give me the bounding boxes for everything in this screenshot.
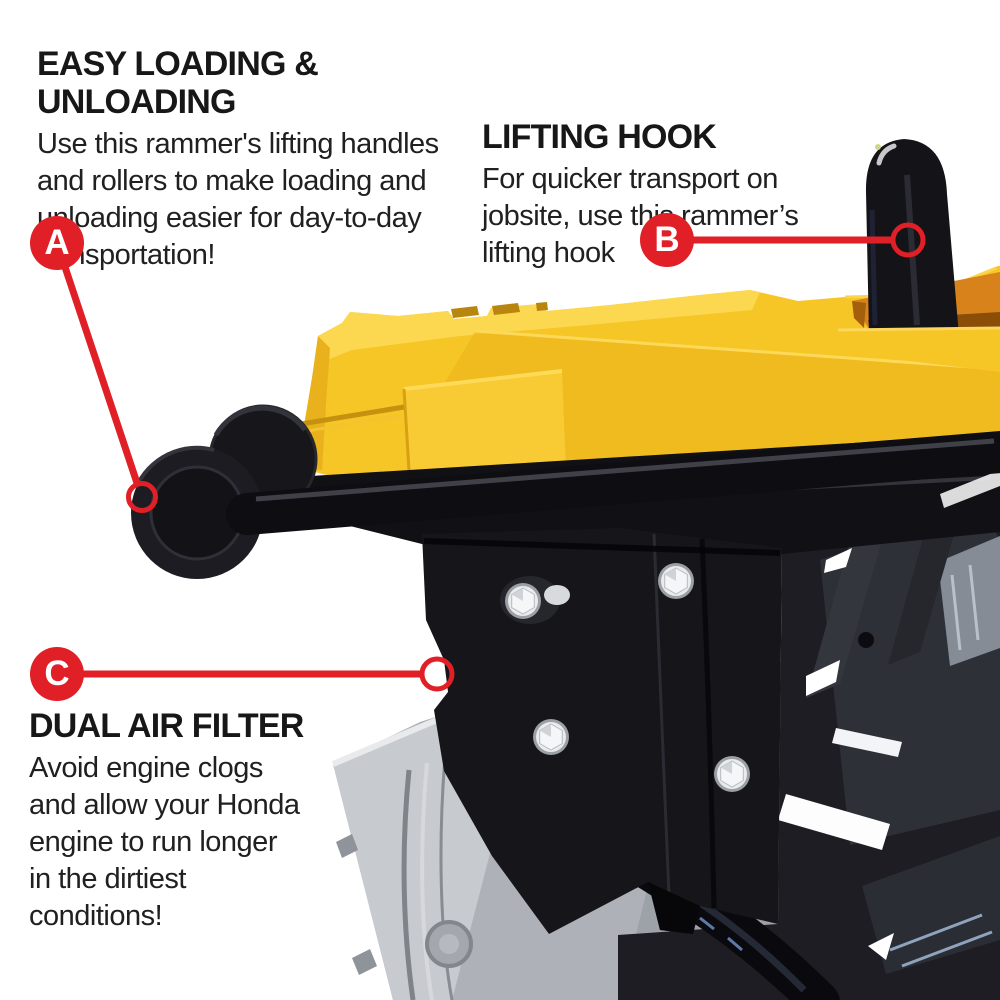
- callout-ring-c: [419, 656, 455, 692]
- callout-ring-b: [890, 222, 926, 258]
- hex-bolt: [714, 756, 750, 792]
- callout-title-lifting-hook: LIFTING HOOK: [482, 118, 717, 156]
- air-filter-cover: [422, 528, 782, 934]
- callout-badge-c: C: [30, 647, 84, 701]
- callout-title-easy-loading: EASY LOADING & UNLOADING: [37, 45, 319, 122]
- callout-ring-a: [126, 481, 158, 513]
- callout-body-dual-air-filter: Avoid engine clogs and allow your Honda …: [29, 752, 300, 933]
- hex-bolt: [505, 583, 541, 619]
- tank-recess-lip: [836, 328, 1000, 372]
- callout-body-lifting-hook: For quicker transport on jobsite, use th…: [482, 163, 799, 270]
- callout-body-easy-loading: Use this rammer's lifting handles and ro…: [37, 128, 439, 272]
- callout-badge-b: B: [640, 213, 694, 267]
- callout-block-lifting-hook: LIFTING HOOK For quicker transport on jo…: [482, 118, 852, 272]
- callout-block-dual-air-filter: DUAL AIR FILTER Avoid engine clogs and a…: [29, 707, 359, 935]
- callout-title-dual-air-filter: DUAL AIR FILTER: [29, 707, 304, 745]
- lifting-hook: [865, 139, 959, 341]
- tank-vent: [536, 302, 548, 311]
- hex-bolt: [533, 719, 569, 755]
- hex-bolt: [658, 563, 694, 599]
- tank-vent: [492, 303, 520, 315]
- callout-badge-a: A: [30, 216, 84, 270]
- callout-block-easy-loading: EASY LOADING & UNLOADING Use this rammer…: [37, 45, 507, 274]
- handle-bar: [226, 431, 1000, 535]
- metal-glint: [806, 660, 840, 696]
- tank-vent: [451, 306, 479, 318]
- transport-rollers: [131, 404, 318, 579]
- metal-glint: [940, 470, 1000, 508]
